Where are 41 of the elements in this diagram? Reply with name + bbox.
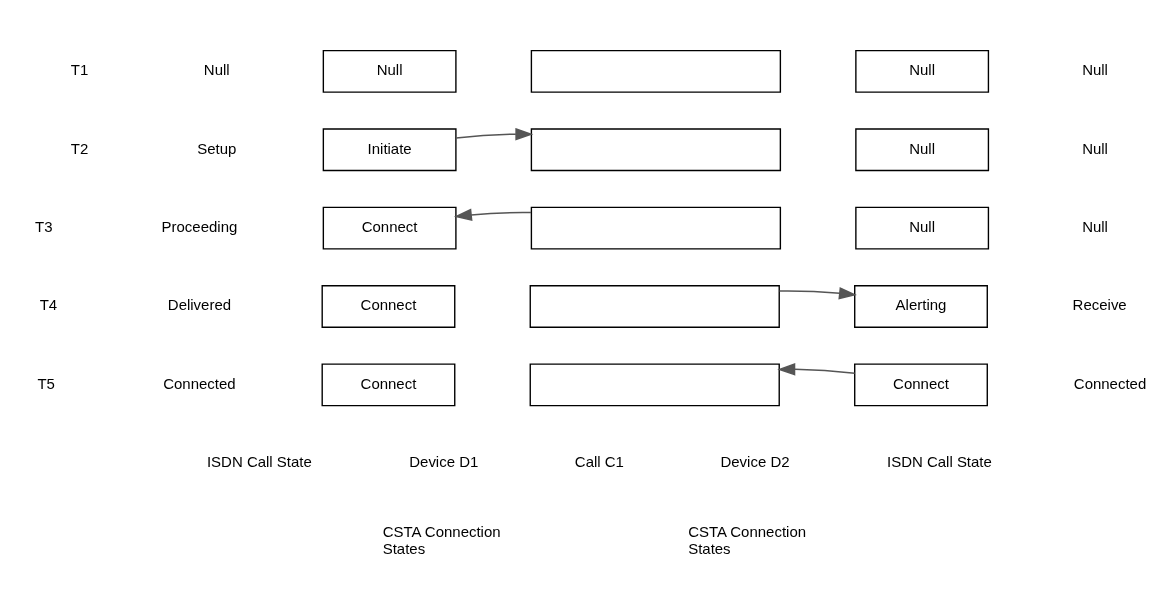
node-box (529, 284, 780, 328)
node-box (530, 49, 782, 93)
node-box: Connect (321, 362, 456, 406)
label: Null (203, 60, 230, 78)
label: CSTA Connection States (382, 522, 501, 557)
arrow (777, 362, 856, 376)
node-box: Null (855, 49, 990, 93)
label: CSTA Connection States (688, 522, 807, 557)
label: Setup (197, 139, 237, 157)
label: ISDN Call State (206, 452, 312, 470)
node-box: Null (855, 127, 990, 171)
node-box: Connect (322, 206, 457, 250)
node-box: Null (855, 206, 990, 250)
label: Connected (163, 374, 236, 392)
label: Device D2 (720, 452, 790, 470)
node-box (530, 206, 782, 250)
label: T5 (37, 374, 55, 392)
label: Null (1082, 139, 1108, 157)
node-box (530, 127, 782, 171)
label: T3 (35, 217, 53, 235)
label: Null (1082, 60, 1108, 78)
arrow (455, 127, 534, 141)
label: Receive (1072, 295, 1127, 313)
label: Null (1082, 217, 1108, 235)
label: Proceeding (161, 217, 238, 235)
node-box: Null (322, 49, 457, 93)
node-box: Connect (321, 284, 456, 328)
label: Call C1 (574, 452, 624, 470)
label: Connected (1073, 374, 1147, 392)
arrow (778, 286, 857, 299)
label: T1 (70, 60, 89, 78)
label: Delivered (167, 295, 232, 313)
label: Device D1 (409, 452, 479, 470)
node-box: Connect (854, 362, 988, 406)
label: T2 (70, 139, 89, 157)
label: ISDN Call State (887, 452, 992, 470)
label: T4 (39, 295, 58, 313)
node-box: Initiate (322, 127, 457, 171)
arrow (453, 208, 532, 221)
node-box: Alerting (854, 284, 988, 328)
node-box (529, 362, 780, 406)
